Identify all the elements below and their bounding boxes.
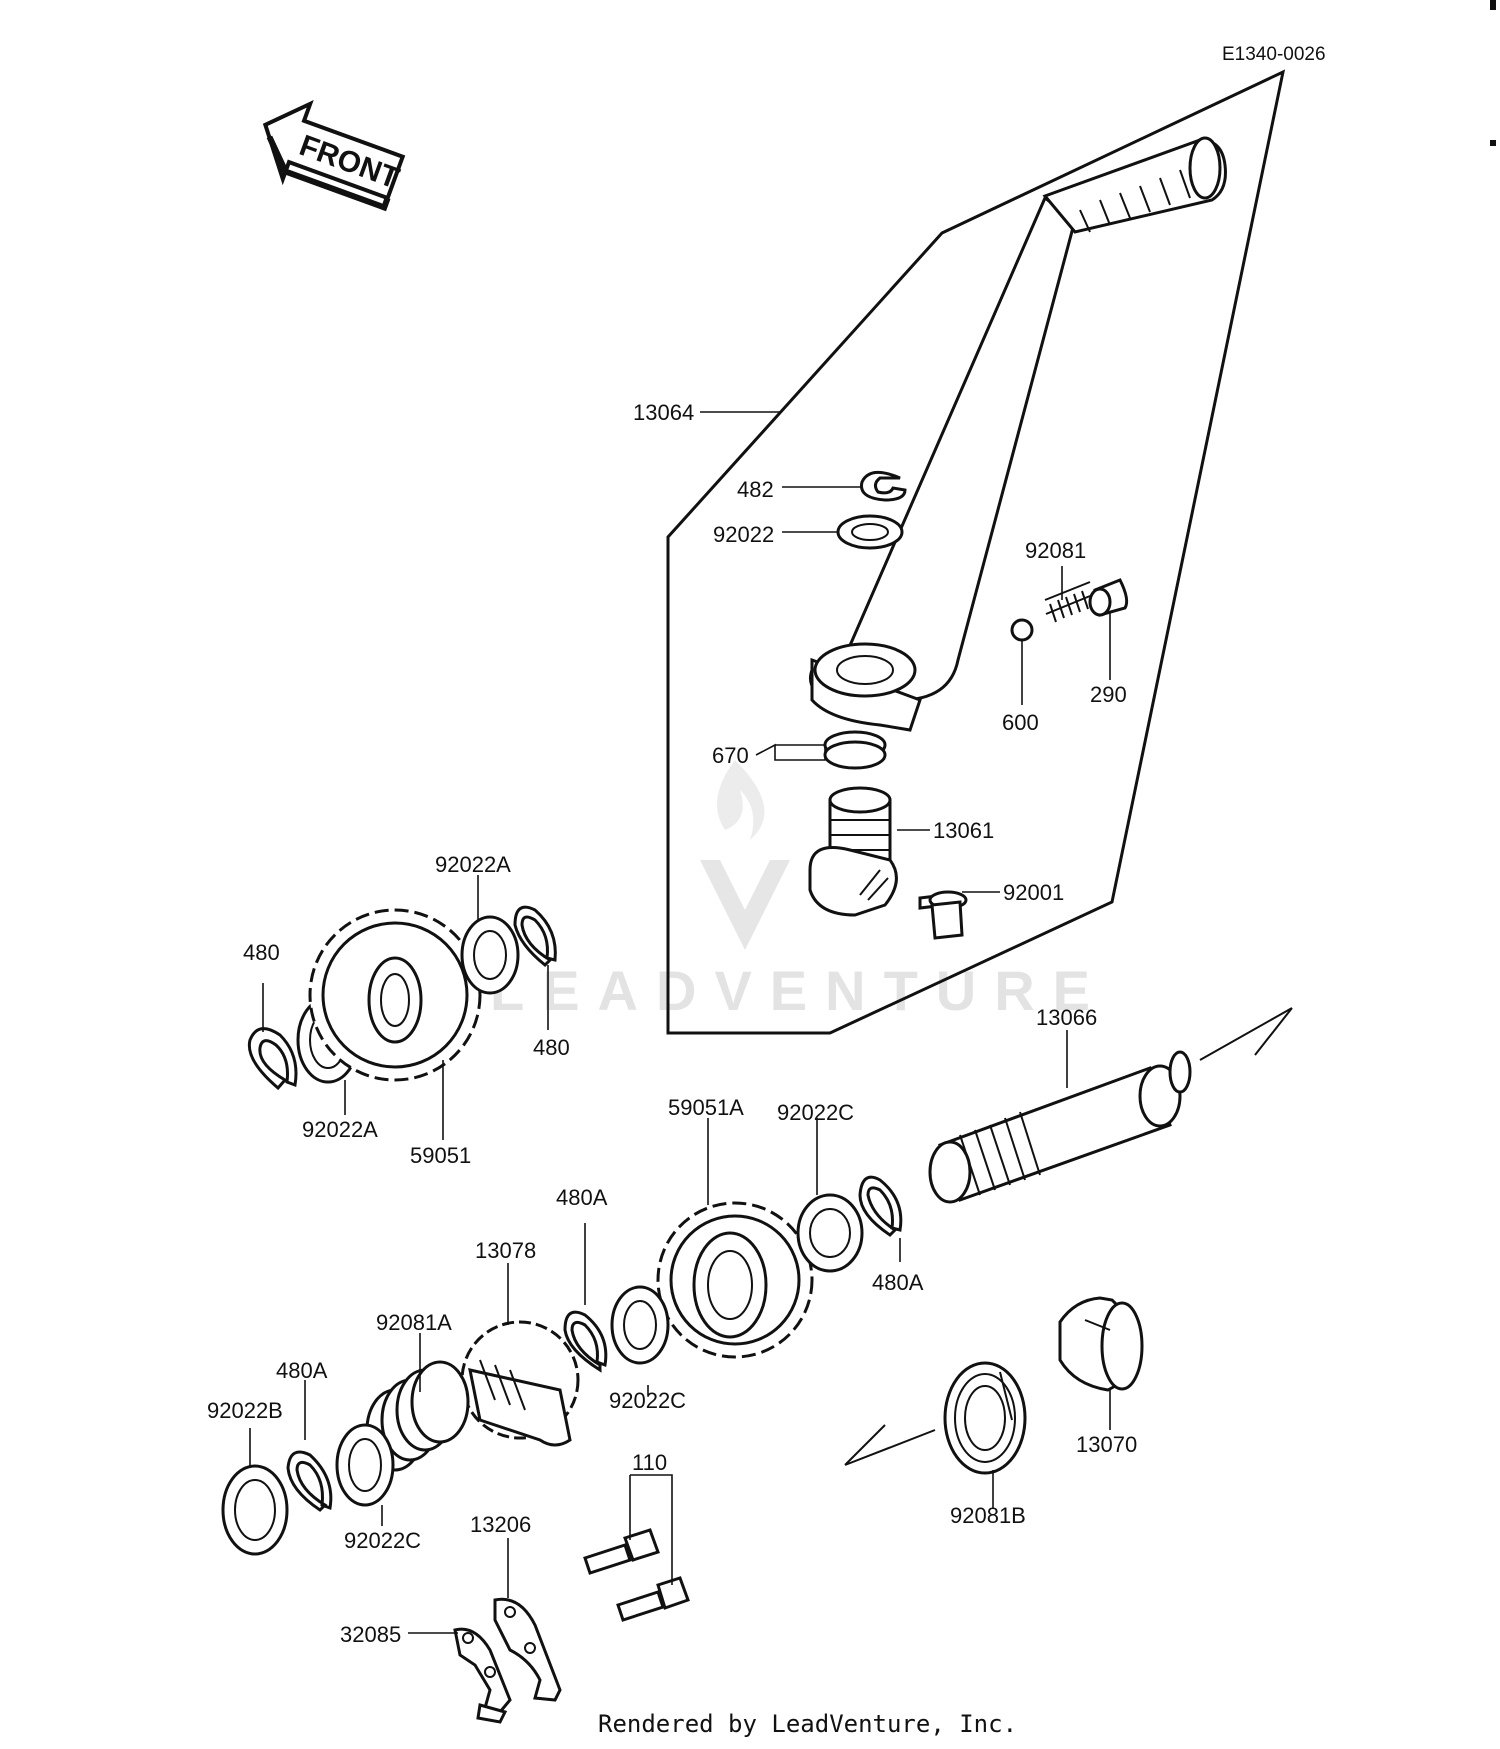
bolt-110-upper <box>583 1528 660 1575</box>
callout-670: 670 <box>712 743 749 768</box>
front-arrow-icon: FRONT <box>262 100 406 212</box>
callout-110: 110 <box>632 1450 667 1475</box>
callout-13078: 13078 <box>475 1238 536 1263</box>
callout-13066: 13066 <box>1036 1005 1097 1030</box>
callout-13064: 13064 <box>633 400 694 425</box>
kick-pedal <box>809 136 1227 732</box>
callout-92022A-bottom: 92022A <box>302 1117 378 1142</box>
washer-92022B <box>221 1464 289 1556</box>
assembly-frame <box>666 69 1286 1035</box>
callout-290: 290 <box>1090 682 1127 707</box>
spring-92081 <box>1044 581 1091 623</box>
callout-92022B: 92022B <box>207 1398 283 1423</box>
callout-480A-right: 480A <box>872 1270 924 1295</box>
callout-92001: 92001 <box>1003 880 1064 905</box>
washer-92022 <box>836 514 904 550</box>
circlip-480A-mid <box>563 1310 608 1373</box>
callout-480-left: 480 <box>243 940 280 965</box>
callout-13206: 13206 <box>470 1512 531 1537</box>
plug-290 <box>1088 578 1129 617</box>
washer-92022C-top <box>796 1193 864 1273</box>
callout-59051A: 59051A <box>668 1095 744 1120</box>
kick-shaft-13061 <box>808 786 898 917</box>
callout-92022: 92022 <box>713 522 774 547</box>
spring-92081B <box>844 1361 1027 1475</box>
callout-13070: 13070 <box>1076 1432 1137 1457</box>
circlip-480A-right <box>858 1175 903 1237</box>
callout-59051: 59051 <box>410 1143 471 1168</box>
callout-92022C-bottom: 92022C <box>344 1528 421 1553</box>
callout-92081A: 92081A <box>376 1310 452 1335</box>
callout-480A-mid: 480A <box>556 1185 608 1210</box>
circlip-480A-left <box>286 1450 333 1512</box>
callout-32085: 32085 <box>340 1622 401 1647</box>
ball-600 <box>1010 618 1034 642</box>
bolt-110-lower <box>616 1576 690 1622</box>
callout-92022A-top: 92022A <box>435 852 511 877</box>
washer-92022A-right <box>460 915 520 995</box>
washer-92022C-mid <box>610 1285 670 1365</box>
sleeve-13070 <box>1058 1296 1144 1392</box>
callout-92022C-top: 92022C <box>777 1100 854 1125</box>
callout-92081B: 92081B <box>950 1503 1026 1528</box>
watermark-text: LEADVENTURE <box>490 959 1108 1022</box>
diagram-code: E1340-0026 <box>1222 44 1326 65</box>
ring-670 <box>823 730 887 770</box>
shaft-13066 <box>928 1007 1293 1204</box>
plate-32085 <box>453 1627 512 1724</box>
callout-13061: 13061 <box>933 818 994 843</box>
callout-480A-left: 480A <box>276 1358 328 1383</box>
guide-13206 <box>493 1597 562 1702</box>
callout-labels: 13064 482 92022 92081 600 290 670 13061 … <box>207 400 1137 1647</box>
callout-482: 482 <box>737 477 774 502</box>
washer-92022C-bottom <box>335 1423 395 1507</box>
callout-600: 600 <box>1002 710 1039 735</box>
circlip-482 <box>859 470 907 502</box>
gear-59051 <box>308 908 482 1082</box>
edge-mark <box>1490 140 1496 146</box>
leader-lines <box>249 411 1111 1634</box>
gear-59051A <box>656 1201 814 1359</box>
callout-480-right: 480 <box>533 1035 570 1060</box>
callout-92081: 92081 <box>1025 538 1086 563</box>
footer-credit: Rendered by LeadVenture, Inc. <box>598 1710 1017 1738</box>
edge-mark <box>1490 0 1496 10</box>
watermark: LEADVENTURE <box>490 760 1108 1022</box>
circlip-480-left <box>247 1027 298 1091</box>
bolt-92001 <box>918 890 968 940</box>
spring-92081A <box>365 1360 470 1472</box>
callout-92022C-mid: 92022C <box>609 1388 686 1413</box>
circlip-480-right <box>513 905 557 968</box>
ratchet-13078 <box>460 1320 580 1447</box>
